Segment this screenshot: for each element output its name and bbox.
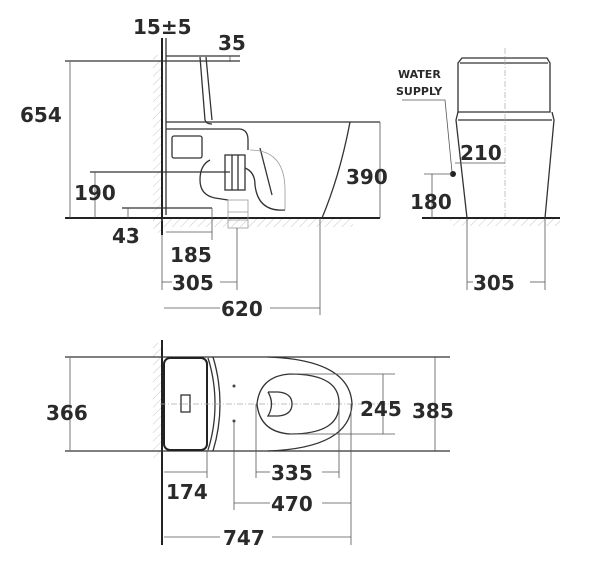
dim-rough-in: 305	[172, 271, 214, 295]
water-supply-point	[450, 171, 456, 177]
bowl-outer	[267, 356, 353, 452]
dim-lid-thickness: 35	[218, 31, 246, 55]
dim-tank-depth: 174	[166, 480, 208, 504]
dim-supply-height: 180	[410, 190, 452, 214]
top-view: 366 385 245 174 335 470 747	[46, 340, 454, 550]
dim-wall-gap: 15±5	[133, 15, 192, 39]
front-view: WATER SUPPLY 210 180 305	[396, 48, 560, 295]
dim-tank-width: 366	[46, 401, 88, 425]
dim-base-width: 305	[473, 271, 515, 295]
dim-floor-outlet: 185	[170, 243, 212, 267]
dim-total-length: 747	[223, 526, 265, 550]
water-supply-label-line1: WATER	[398, 68, 441, 81]
dim-total-height: 654	[20, 103, 62, 127]
dim-outlet-height: 190	[74, 181, 116, 205]
dim-base-step: 43	[112, 224, 140, 248]
water-supply-label-line2: SUPPLY	[396, 85, 443, 98]
bowl-front-curve	[321, 121, 351, 219]
dim-rim-height: 390	[346, 165, 388, 189]
flush-box	[171, 135, 203, 159]
side-view: 654 15±5 35 390 190 43 185 305 620	[20, 15, 388, 321]
dim-bowl-length: 470	[271, 492, 313, 516]
dim-total-width: 385	[412, 399, 454, 423]
dim-depth: 620	[221, 297, 263, 321]
dim-seat-inner-width: 245	[360, 397, 402, 421]
dim-seat-inner-length: 335	[271, 461, 313, 485]
wall-hatch	[153, 55, 161, 233]
dim-supply-offset: 210	[460, 141, 502, 165]
floor-hatch	[153, 219, 353, 227]
